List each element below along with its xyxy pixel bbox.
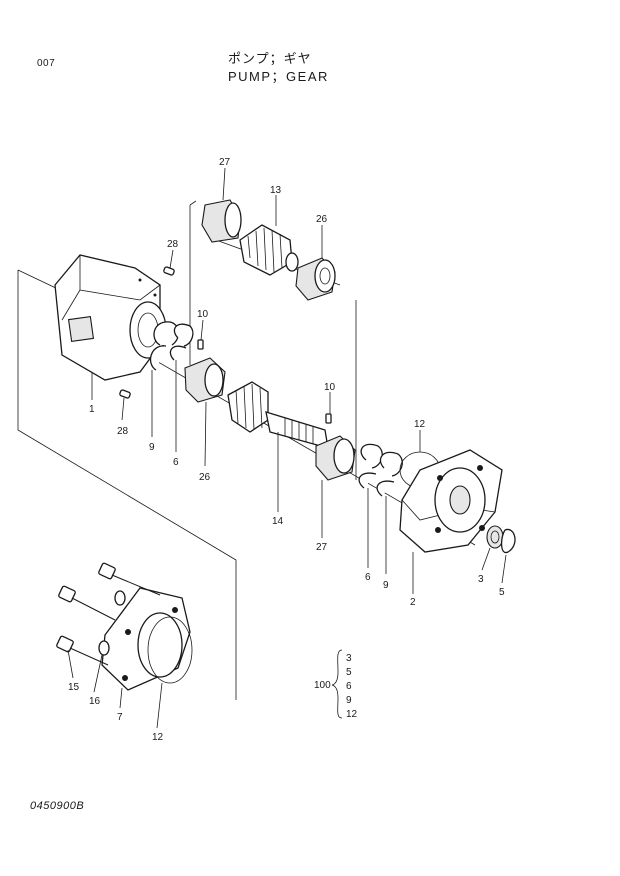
callout-26-bottom: 26 — [199, 472, 211, 483]
bolt-part-15 — [56, 562, 161, 666]
kit-item: 6 — [346, 681, 352, 692]
seal-ring-part-9-right — [376, 451, 403, 497]
o-ring-part-12-bottom — [147, 616, 193, 684]
snap-ring-part-5 — [500, 528, 516, 554]
callout-27-bottom: 27 — [316, 542, 328, 553]
flange-part-7 — [101, 587, 191, 691]
callout-10-left: 10 — [197, 309, 209, 320]
driven-gear-part-13 — [239, 224, 299, 276]
kit-item: 5 — [346, 667, 352, 678]
callout-26-top: 26 — [316, 214, 328, 225]
key-part-10-right — [325, 413, 332, 424]
dowel-pin-part-28 — [119, 266, 175, 399]
callout-1: 1 — [89, 404, 95, 415]
washer-part-16 — [98, 590, 126, 656]
callout-12-right: 12 — [414, 419, 426, 430]
callout-leaders — [67, 167, 507, 729]
bushing-part-26-top — [295, 257, 336, 301]
title-english: PUMP；GEAR — [228, 69, 329, 84]
callout-28-bottom: 28 — [117, 426, 129, 437]
callout-13: 13 — [270, 185, 282, 196]
callout-7: 7 — [117, 712, 123, 723]
callout-15: 15 — [68, 682, 80, 693]
page-number: 007 — [37, 58, 56, 69]
callout-3: 3 — [478, 574, 484, 585]
callout-6-right: 6 — [365, 572, 371, 583]
callout-9-left: 9 — [149, 442, 155, 453]
drive-shaft-part-14 — [227, 381, 329, 449]
callout-9-right: 9 — [383, 580, 389, 591]
kit-100-list: 100 3 5 6 9 12 — [314, 649, 358, 720]
kit-item: 12 — [346, 709, 358, 720]
oil-seal-part-3 — [486, 525, 504, 549]
callout-2: 2 — [410, 597, 416, 608]
front-cover-part-2 — [399, 449, 503, 553]
callout-12-bottom: 12 — [152, 732, 164, 743]
bushing-part-27-bottom — [315, 435, 356, 481]
kit-brace — [331, 649, 343, 719]
title-japanese: ポンプ；ギヤ — [228, 52, 312, 67]
kit-item: 3 — [346, 653, 352, 664]
document-code: 0450900B — [30, 800, 85, 812]
callout-6-left: 6 — [173, 457, 179, 468]
callout-27-top: 27 — [219, 157, 231, 168]
callout-14: 14 — [272, 516, 284, 527]
bushing-part-27-top — [201, 199, 242, 243]
bushing-part-26-bottom — [184, 357, 226, 403]
kit-item: 9 — [346, 695, 352, 706]
backup-ring-part-6-left — [169, 323, 194, 361]
kit-label: 100 — [314, 680, 331, 691]
callout-16: 16 — [89, 696, 101, 707]
callout-numbers: 27 13 26 28 10 1 28 9 6 26 10 14 27 12 6… — [68, 157, 505, 743]
callout-10-right: 10 — [324, 382, 336, 393]
seal-ring-part-9-left — [149, 321, 180, 371]
pump-body-part-1 — [54, 254, 167, 381]
callout-28-top: 28 — [167, 239, 179, 250]
backup-ring-part-6-right — [358, 443, 383, 489]
callout-5: 5 — [499, 587, 505, 598]
key-part-10-left — [197, 339, 204, 350]
